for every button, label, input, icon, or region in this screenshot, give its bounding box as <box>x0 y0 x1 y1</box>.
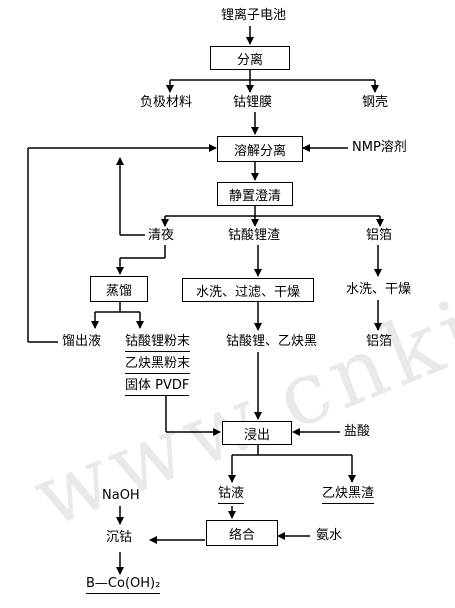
node-cobalt-film: 钴锂膜 <box>233 95 273 110</box>
node-distillate: 馏出液 <box>62 334 102 349</box>
node-dissolve: 溶解分离 <box>217 136 303 162</box>
node-nmp: NMP溶剂 <box>352 140 407 155</box>
node-complex: 络合 <box>206 520 278 546</box>
node-leach: 浸出 <box>222 421 292 445</box>
node-precip-co: 沉钴 <box>106 530 133 545</box>
node-hcl: 盐酸 <box>344 424 371 439</box>
node-anode: 负极材料 <box>140 95 193 110</box>
node-separate: 分离 <box>210 46 290 70</box>
node-battery: 锂离子电池 <box>221 8 287 23</box>
node-clear-liquid: 清夜 <box>148 228 175 243</box>
node-carbon-residue: 乙炔黑渣 <box>322 486 375 504</box>
node-steel-shell: 钢壳 <box>362 95 389 110</box>
node-carbon-powder: 乙炔黑粉末 <box>125 356 191 374</box>
node-pvdf: 固体 PVDF <box>125 378 190 396</box>
node-co-liquid: 钴液 <box>218 486 245 504</box>
node-wash-dry: 水洗、干燥 <box>346 282 412 297</box>
node-residue: 钴酸锂渣 <box>228 228 281 243</box>
node-distill: 蒸馏 <box>90 276 148 302</box>
node-al-foil: 铝箔 <box>366 228 393 243</box>
node-al-foil-2: 铝箔 <box>366 334 393 349</box>
node-ammonia: 氨水 <box>316 528 343 543</box>
node-naoh: NaOH <box>102 488 140 503</box>
node-lco-carbon: 钴酸锂、乙炔黑 <box>226 334 318 349</box>
node-product: B—Co(OH)₂ <box>86 576 161 594</box>
node-wash-filter-dry: 水洗、过滤、干燥 <box>182 278 314 302</box>
node-settle: 静置澄清 <box>217 182 293 206</box>
node-lco-powder: 钴酸锂粉末 <box>125 334 191 352</box>
